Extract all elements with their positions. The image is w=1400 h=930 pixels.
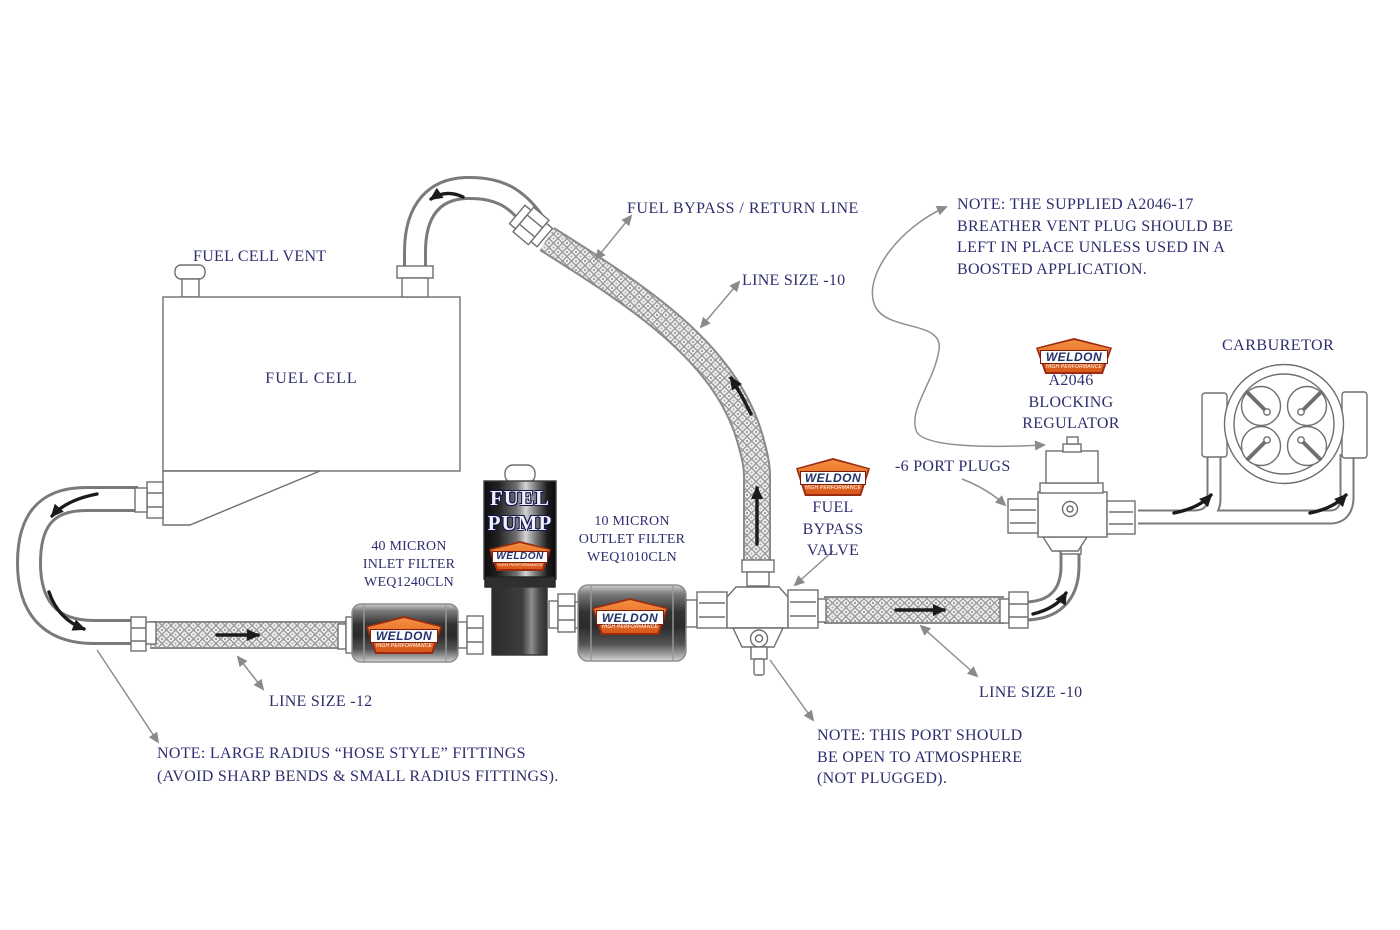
weldon-badge-bypass-valve: WELDON HIGH PERFORMANCE (796, 458, 870, 496)
leader-line-size-12 (236, 655, 265, 691)
flow-arrow (729, 376, 753, 416)
brand-tagline: HIGH PERFORMANCE (376, 642, 432, 649)
float-bowl-left (1201, 392, 1228, 458)
return-line-label: FUEL BYPASS / RETURN LINE (627, 200, 859, 217)
note-line: NOTE: LARGE RADIUS “HOSE STYLE” FITTINGS (157, 745, 526, 762)
note-large-radius: NOTE: LARGE RADIUS “HOSE STYLE” FITTINGS… (157, 742, 559, 788)
leader-port-plugs (961, 478, 1007, 507)
inlet-filter-label-line: 40 MICRON (371, 539, 447, 554)
line-size-10-pressure-label: LINE SIZE -10 (979, 684, 1083, 701)
regulator-label-line: BLOCKING (1028, 393, 1114, 411)
fuel-pump-label: FUEL PUMP (484, 486, 556, 536)
flow-arrow (1172, 493, 1213, 515)
brand-tagline: HIGH PERFORMANCE (1046, 363, 1102, 370)
regulator-label-line: REGULATOR (1022, 415, 1120, 432)
inlet-filter-label: 40 MICRON INLET FILTER WEQ1240CLN (356, 538, 462, 592)
bypass-valve-drawing (696, 559, 827, 676)
components (130, 204, 1368, 676)
brand-name: WELDON (601, 610, 659, 625)
carburetor-drawing (1201, 363, 1368, 485)
fuel-cell-vent-cap (174, 264, 206, 280)
port-plugs-label: -6 PORT PLUGS (895, 458, 1011, 475)
suction-hose-fitting (130, 616, 157, 652)
leader-bypass-valve (793, 550, 834, 587)
float-bowl-right (1341, 391, 1368, 459)
outlet-filter-label-line: 10 MICRON (594, 514, 670, 529)
brand-name: WELDON (804, 470, 862, 485)
pressure-line-fitting (999, 591, 1029, 629)
leader-open-port-note (769, 659, 815, 722)
flow-arrows (47, 187, 1348, 641)
return-hose-fitting (508, 204, 554, 248)
flow-arrow (50, 492, 99, 518)
inlet-filter-label-line: WEQ1240CLN (364, 575, 454, 590)
outlet-filter-label-line: WEQ1010CLN (587, 550, 677, 565)
leader-large-radius-note (96, 649, 160, 744)
tank-outlet-fitting (134, 481, 164, 519)
brand-tagline: HIGH PERFORMANCE (805, 484, 861, 491)
leader-breather-note (871, 206, 1046, 451)
brand-name: WELDON (496, 551, 544, 563)
fuel-pump-label-line: PUMP (487, 511, 553, 535)
inlet-filter-label-line: INLET FILTER (362, 557, 456, 572)
weldon-badge-inlet-filter: WELDON HIGH PERFORMANCE (366, 616, 442, 654)
fuel-pump-drawing (483, 464, 557, 656)
flow-arrow (1308, 493, 1348, 515)
bypass-valve-label: FUEL BYPASS VALVE (797, 497, 869, 562)
weldon-badge-regulator: WELDON HIGH PERFORMANCE (1036, 338, 1112, 374)
atmosphere-port (750, 646, 768, 660)
brand-tagline: HIGH PERFORMANCE (497, 562, 543, 568)
weldon-badge-outlet-filter: WELDON HIGH PERFORMANCE (592, 598, 668, 635)
leader-line-size-10-return (699, 280, 741, 329)
flow-arrow (429, 187, 465, 201)
brand-name: WELDON (1045, 350, 1103, 364)
weldon-badge-fuel-pump: WELDON HIGH PERFORMANCE (489, 541, 551, 571)
regulator-label-line: A2046 (1048, 372, 1094, 389)
fuel-cell-label: FUEL CELL (265, 370, 358, 387)
note-line: LEFT IN PLACE UNLESS USED IN A (957, 239, 1226, 256)
fuel-cell-tank (162, 296, 461, 472)
brand-tagline: HIGH PERFORMANCE (602, 624, 658, 631)
line-size-10-return-label: LINE SIZE -10 (742, 272, 846, 289)
note-line: BOOSTED APPLICATION. (957, 260, 1148, 278)
note-line: BREATHER VENT PLUG SHOULD BE (957, 217, 1234, 235)
fuel-pump-label-line: FUEL (489, 486, 550, 510)
outlet-filter-label: 10 MICRON OUTLET FILTER WEQ1010CLN (577, 513, 687, 567)
flow-arrow (47, 590, 86, 631)
port-plug-left (1007, 498, 1039, 534)
flow-arrow (1031, 591, 1068, 616)
regulator-drawing (1007, 436, 1136, 555)
outlet-filter-label-line: OUTLET FILTER (578, 532, 686, 547)
regulator-label: A2046 BLOCKING REGULATOR (1021, 370, 1121, 435)
note-line: BE OPEN TO ATMOSPHERE (817, 748, 1023, 766)
note-line: (NOT PLUGGED). (817, 770, 948, 787)
note-line: (AVOID SHARP BENDS & SMALL RADIUS FITTIN… (157, 768, 559, 785)
fuel-cell-sump (162, 470, 321, 526)
bypass-valve-label-line: BYPASS (802, 520, 864, 538)
port-plug-right (1106, 500, 1136, 535)
note-line: NOTE: THIS PORT SHOULD (817, 727, 1023, 744)
note-line: NOTE: THE SUPPLIED A2046-17 (957, 196, 1194, 213)
leader-arrows (96, 206, 1046, 744)
bypass-valve-label-line: FUEL (812, 499, 854, 516)
note-open-port: NOTE: THIS PORT SHOULD BE OPEN TO ATMOSP… (817, 725, 1023, 790)
leader-line-size-10-pressure (919, 624, 979, 678)
leader-return-line (594, 214, 633, 261)
breather-vent-plug (1062, 443, 1082, 453)
fuel-cell-drawing (162, 264, 461, 526)
note-breather-vent: NOTE: THE SUPPLIED A2046-17 BREATHER VEN… (957, 194, 1233, 280)
bypass-valve-label-line: VALVE (806, 542, 860, 559)
line-size-12-label: LINE SIZE -12 (269, 693, 373, 710)
fuel-cell-vent-label: FUEL CELL VENT (193, 248, 327, 265)
tank-return-fitting (396, 265, 434, 298)
brand-name: WELDON (375, 628, 433, 643)
carburetor-label: CARBURETOR (1222, 337, 1335, 354)
